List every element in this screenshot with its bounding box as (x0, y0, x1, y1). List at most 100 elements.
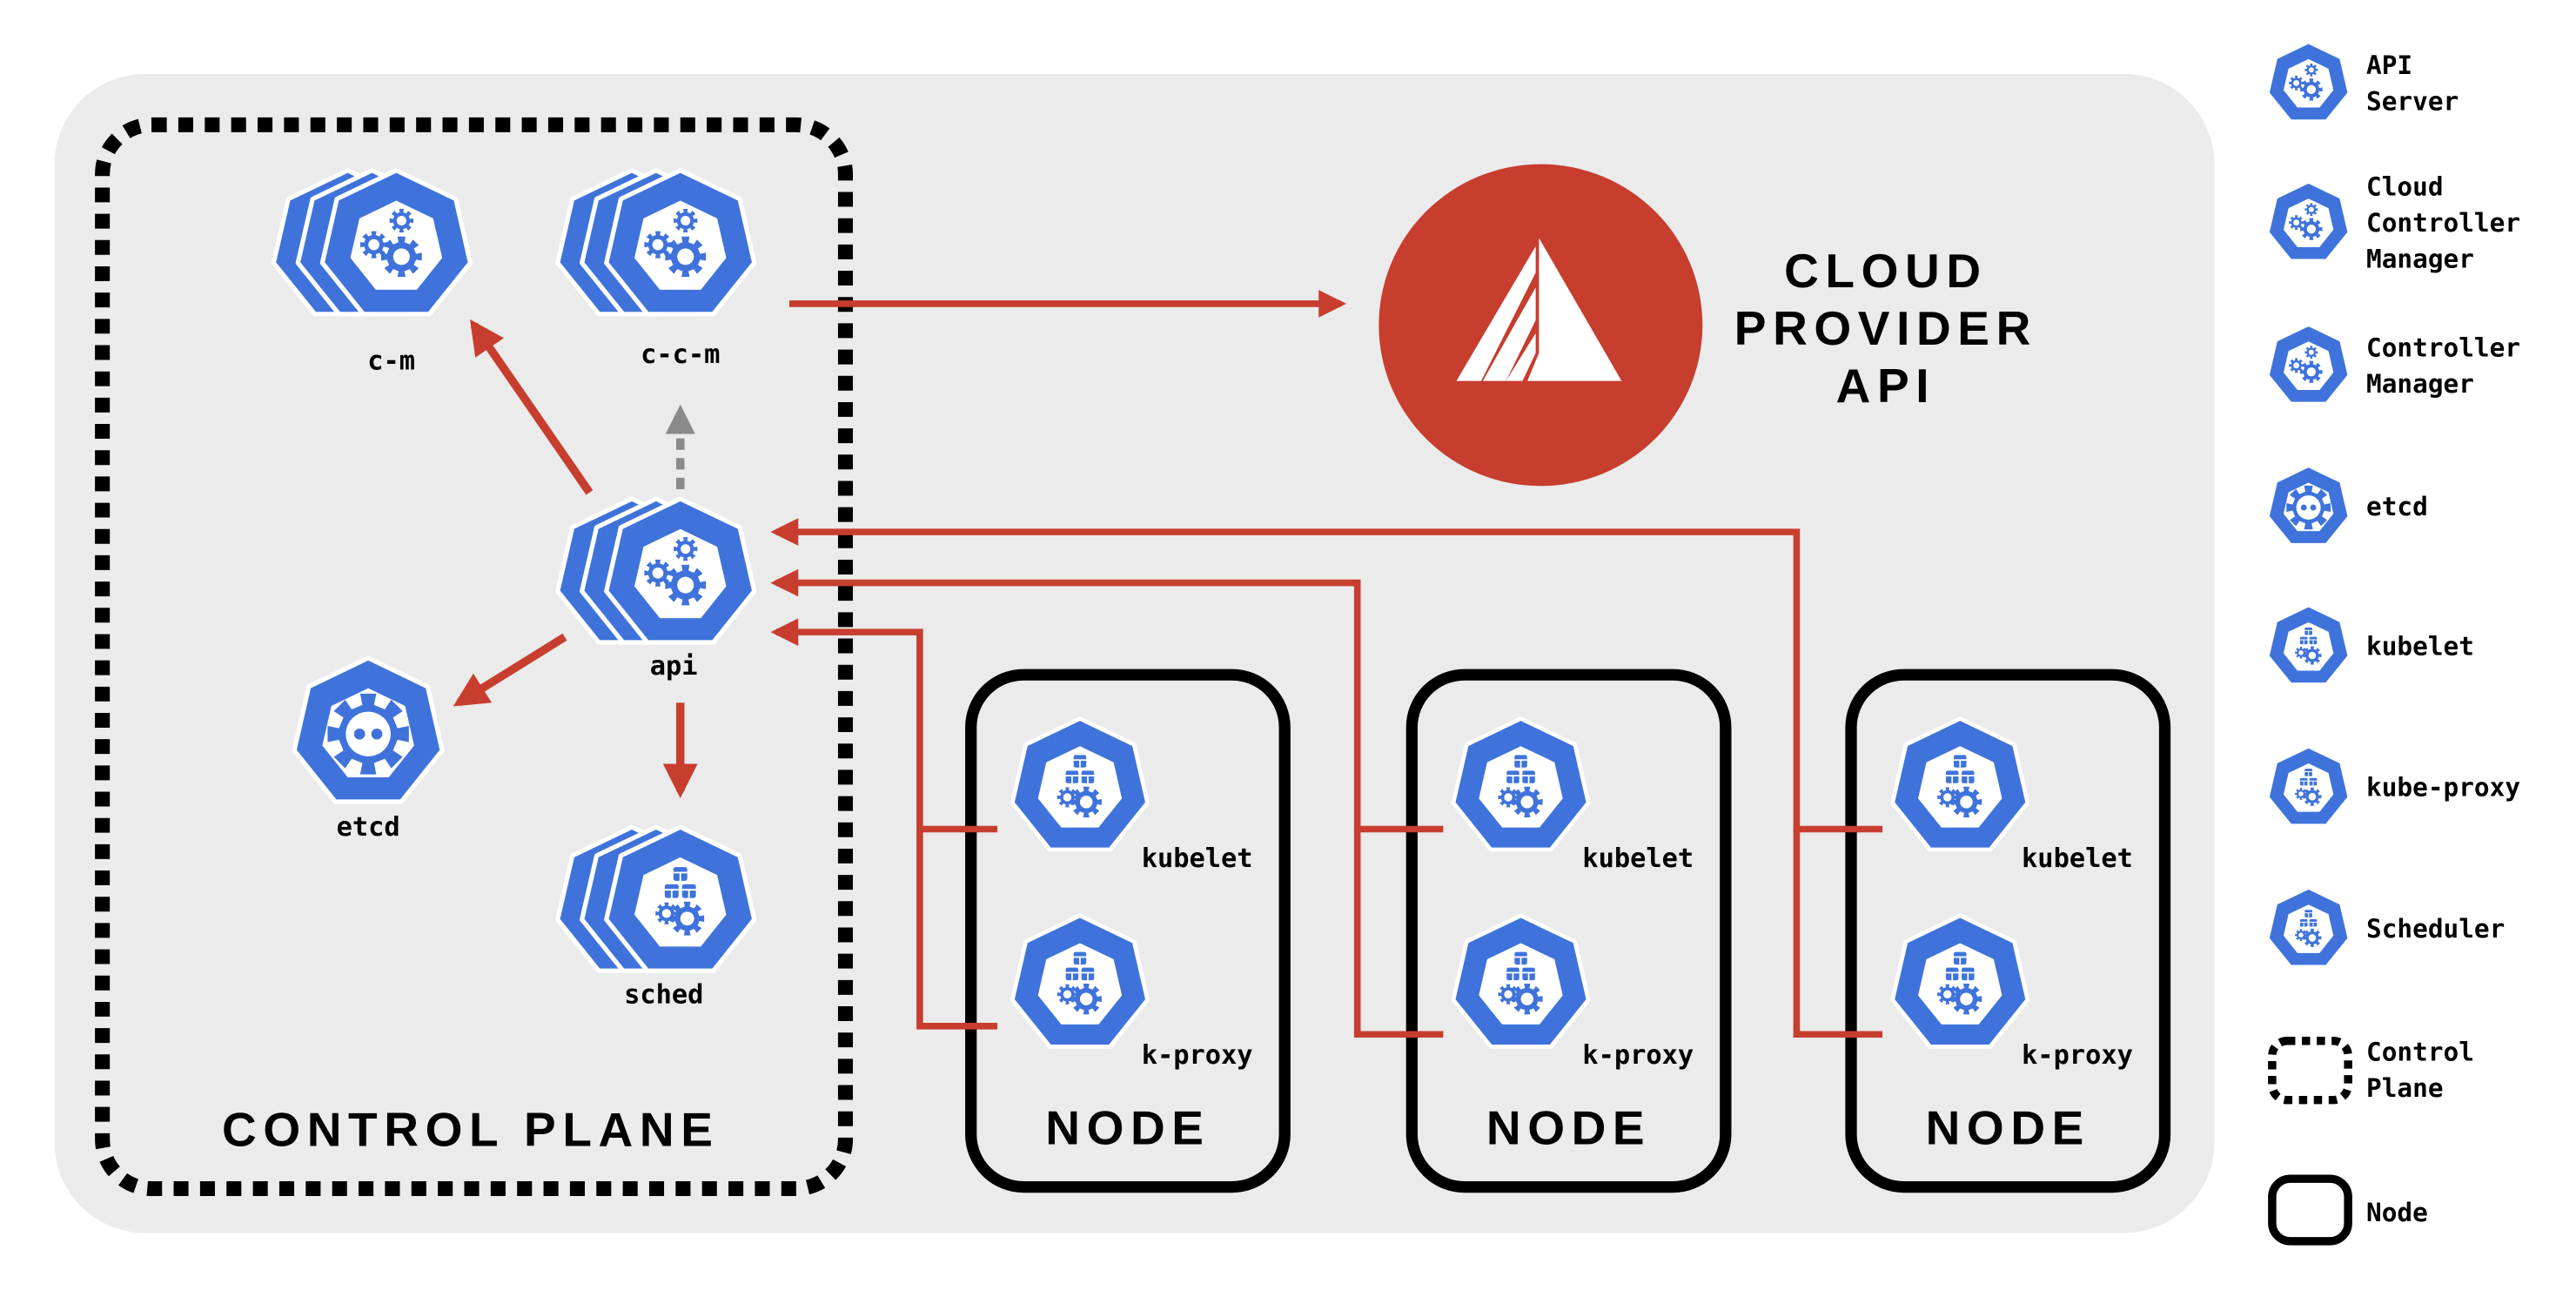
controller-manager-icon (2266, 324, 2351, 405)
legend-label-line: Plane (2366, 1073, 2444, 1103)
connector-node-3-kproxy (1793, 829, 1883, 1038)
kubelet-icon (1451, 716, 1591, 852)
arrow-node-3-to-api (770, 518, 1883, 833)
legend-label-line: Controller (2366, 208, 2520, 238)
node-component-kubelet[interactable]: kubelet (1890, 716, 2133, 874)
node-component-kubelet[interactable]: kubelet (1010, 716, 1253, 874)
legend-label: kubelet (2366, 632, 2474, 662)
legend-label: API Server (2366, 50, 2459, 116)
connections-layer (453, 290, 1883, 1038)
legend-label: Node (2366, 1198, 2428, 1227)
control-plane-dotted-box-icon (2268, 1037, 2352, 1105)
etcd-icon (2266, 465, 2351, 546)
arrow-api-to-etcd (453, 633, 567, 707)
kubelet-icon (2266, 604, 2351, 685)
legend-label-line: Cloud (2366, 172, 2444, 202)
component-label: sched (624, 979, 703, 1010)
legend-label-line: Manager (2366, 369, 2474, 399)
legend-label-line: API (2366, 50, 2412, 80)
etcd-icon (292, 655, 445, 804)
node-component-label: k-proxy (1142, 1040, 1253, 1071)
cloud-provider-title-line: PROVIDER (1734, 301, 2037, 355)
node-title: NODE (1486, 1101, 1651, 1155)
legend-label-line: kubelet (2366, 632, 2474, 662)
control-plane-title: CONTROL PLANE (222, 1103, 719, 1157)
cloud-controller-manager-icon (2266, 180, 2351, 262)
node-component-k-proxy[interactable]: k-proxy (1890, 913, 2133, 1071)
cloud-provider-title-line: CLOUD (1784, 244, 1988, 298)
legend-label: Scheduler (2366, 914, 2505, 944)
controller-manager-icon (319, 168, 473, 317)
legend-label-line: kube-proxy (2366, 773, 2520, 803)
component-api[interactable]: api (555, 496, 757, 682)
legend-item: Scheduler (2266, 886, 2505, 968)
node-box-icon (2268, 1174, 2352, 1246)
arrow-api-to-controller-manager (470, 319, 594, 495)
legend-label-line: Manager (2366, 245, 2474, 274)
node-component-label: kubelet (1142, 843, 1253, 874)
component-etcd[interactable]: etcd (292, 655, 445, 843)
legend-item: kubelet (2266, 604, 2474, 685)
legend-item: API Server (2266, 41, 2459, 123)
legend-label-line: Server (2366, 86, 2459, 116)
kube-proxy-icon (1451, 913, 1591, 1049)
node-component-label: kubelet (2022, 843, 2133, 874)
api-server-icon-stack (555, 496, 757, 645)
component-c-c-m[interactable]: c-c-m (555, 168, 757, 370)
component-label: etcd (337, 812, 400, 843)
scheduler-icon (2266, 886, 2351, 968)
legend-label: etcd (2366, 492, 2428, 521)
node-title: NODE (1926, 1101, 2090, 1155)
kubelet-icon (1010, 716, 1150, 852)
node-component-label: kubelet (1582, 843, 1694, 874)
component-label: api (650, 651, 698, 682)
node-title: NODE (1045, 1101, 1210, 1155)
node-1-boundary (965, 669, 1291, 1193)
legend-label: kube-proxy (2366, 773, 2520, 803)
node-component-kubelet[interactable]: kubelet (1451, 716, 1694, 874)
controller-manager-icon-stack (271, 168, 473, 317)
kube-proxy-icon (1890, 913, 2030, 1049)
legend-label-line: etcd (2366, 492, 2428, 521)
legend-item: Node (2268, 1174, 2428, 1246)
scheduler-icon-stack (555, 824, 757, 973)
component-c-m[interactable]: c-m (271, 168, 473, 377)
kube-proxy-icon (1010, 913, 1150, 1049)
legend-item: kube-proxy (2266, 745, 2520, 827)
kubelet-icon (1890, 716, 2030, 852)
cloud-controller-manager-icon-stack (555, 168, 757, 317)
connector-node-2-kproxy (1353, 829, 1444, 1038)
scheduler-icon (604, 824, 757, 973)
node-component-label: k-proxy (2022, 1040, 2133, 1071)
cloud-provider-title-line: API (1836, 359, 1935, 413)
legend-label-line: Scheduler (2366, 914, 2505, 944)
component-label: c-c-m (641, 339, 720, 370)
connector-node-1-kproxy (916, 829, 998, 1030)
legend-label-line: Control (2366, 1037, 2474, 1066)
legend-item: etcd (2266, 465, 2428, 546)
node-component-k-proxy[interactable]: k-proxy (1451, 913, 1694, 1071)
kube-proxy-icon (2266, 745, 2351, 827)
api-server-icon (604, 496, 757, 645)
api-server-icon (2266, 41, 2351, 123)
node-component-label: k-proxy (1582, 1040, 1694, 1071)
control-plane-boundary (95, 117, 854, 1197)
node-component-k-proxy[interactable]: k-proxy (1010, 913, 1253, 1071)
node-3-boundary (1845, 669, 2171, 1193)
component-sched[interactable]: sched (555, 824, 757, 1010)
component-label: c-m (367, 346, 415, 376)
legend-label-line: Node (2366, 1198, 2428, 1227)
cloud-controller-manager-icon (604, 168, 757, 317)
